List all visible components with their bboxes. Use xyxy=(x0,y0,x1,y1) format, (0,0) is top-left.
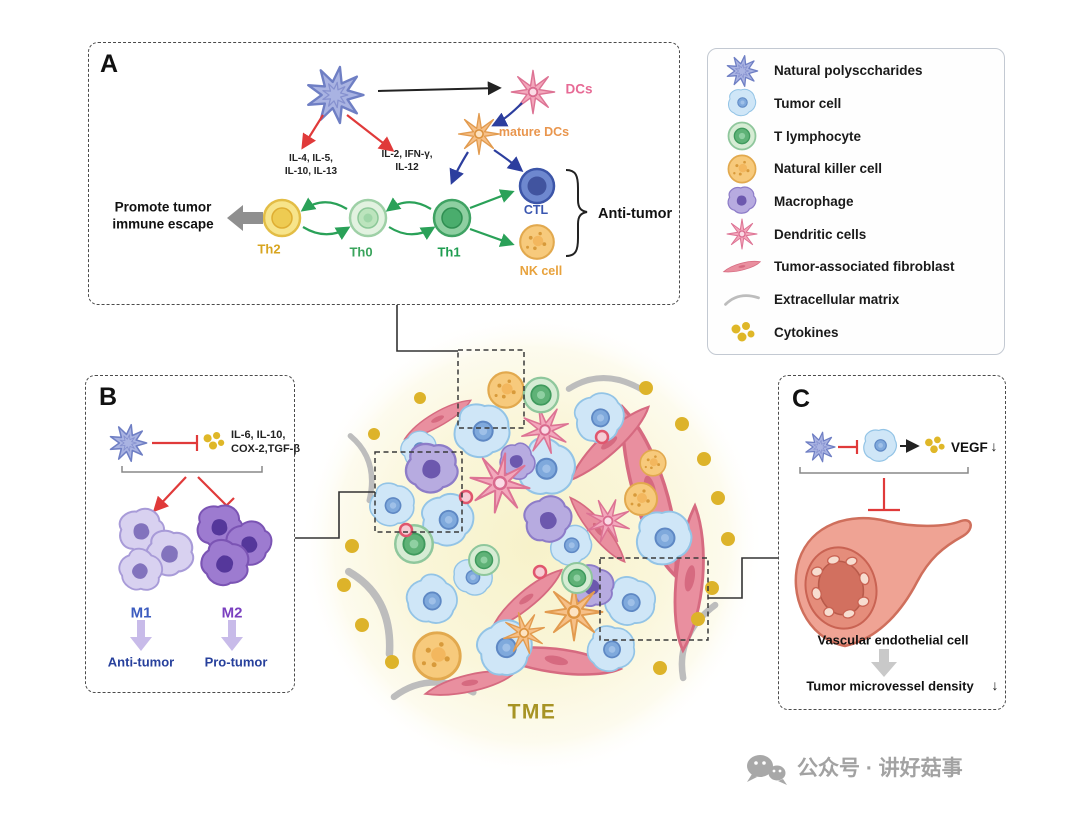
m2-effect-label: Pro-tumor xyxy=(204,654,268,670)
activation-arrow xyxy=(377,81,502,96)
group-bracket xyxy=(799,467,969,474)
ecm-icon xyxy=(720,284,764,316)
legend-label: Extracellular matrix xyxy=(774,292,900,307)
cytokine-arrow xyxy=(301,114,324,150)
m2-down-arrow xyxy=(221,620,243,651)
legend-label: Tumor-associated fibroblast xyxy=(774,259,955,275)
panel-c xyxy=(778,375,1006,710)
panel-a-letter: A xyxy=(100,50,119,78)
ctl-label: CTL xyxy=(523,203,549,217)
tumor-cell-icon xyxy=(720,87,764,119)
m2-inhibition-line xyxy=(197,476,227,506)
legend-row: Macrophage xyxy=(720,185,996,217)
m1-activation-arrow xyxy=(152,476,187,513)
legend-label: Dendritic cells xyxy=(774,226,867,242)
presentation-arrow xyxy=(493,149,524,172)
panel-c-letter: C xyxy=(792,385,811,413)
tme-label: TME xyxy=(507,700,557,724)
escape-arrow xyxy=(227,205,263,231)
wechat-icon xyxy=(747,755,787,785)
vegf-label: VEGF xyxy=(951,440,988,455)
anti-tumor-label: Anti-tumor xyxy=(598,206,673,222)
fibroblast-icon xyxy=(720,251,764,283)
legend: Natural polysccharides Tumor cell T lymp… xyxy=(707,48,1005,355)
mature-dcs-label: mature DCs xyxy=(498,125,570,139)
tme-cluster xyxy=(295,305,778,777)
th0-label: Th0 xyxy=(349,244,373,260)
macrophage-icon xyxy=(720,185,764,217)
t-lymphocyte-icon xyxy=(720,120,764,152)
blood-vessel xyxy=(794,516,972,648)
cytokines-icon xyxy=(720,316,764,348)
ring-cell xyxy=(532,564,548,580)
th2-label: Th2 xyxy=(257,241,281,257)
panel-a xyxy=(88,42,680,305)
connector-b xyxy=(295,491,375,539)
th1-cytokines-label: IL-2, IFN-γ, IL-12 xyxy=(381,149,433,173)
th1-label: Th1 xyxy=(437,244,461,260)
legend-label: Tumor cell xyxy=(774,95,842,111)
focus-box-a xyxy=(457,349,525,429)
legend-row: Natural killer cell xyxy=(720,153,996,185)
polysaccharide-icon xyxy=(720,55,764,87)
endothelial-cells xyxy=(810,555,870,619)
promote-escape-label: Promote tumor immune escape xyxy=(112,199,214,232)
th2-cytokines-label: IL-4, IL-5, IL-10, IL-13 xyxy=(284,153,338,177)
maturation-arrow xyxy=(491,102,523,127)
tme-cytokines xyxy=(337,381,735,675)
panel-b xyxy=(85,375,295,693)
panel-b-graphics xyxy=(111,425,278,651)
legend-label: Macrophage xyxy=(774,193,854,209)
nk-cell xyxy=(639,449,667,477)
t-lymphocyte xyxy=(561,562,593,594)
cytokine-arrow xyxy=(346,114,395,152)
connector-a xyxy=(396,305,458,352)
th-conversion-arrows xyxy=(300,189,515,247)
legend-row: T lymphocyte xyxy=(720,120,996,152)
nk-cell xyxy=(412,631,462,681)
t-lymphocyte xyxy=(522,376,560,414)
watermark-text: 公众号 · 讲好菇事 xyxy=(797,757,963,780)
group-bracket xyxy=(121,466,263,473)
vascular-endothelial-label: Vascular endothelial cell xyxy=(817,632,969,648)
m1-effect-label: Anti-tumor xyxy=(107,654,175,670)
ring-cell xyxy=(594,429,610,445)
density-down-arrow-glyph: ↓ xyxy=(991,677,999,694)
nk-cell xyxy=(624,482,658,516)
vegf-down-arrow: ↓ xyxy=(990,438,998,455)
legend-label: Natural polysccharides xyxy=(774,63,923,79)
anti-tumor-brace xyxy=(565,169,588,257)
panel-connectors xyxy=(295,305,778,599)
connector-c xyxy=(708,557,778,599)
nk-cell-label: NK cell xyxy=(519,264,563,278)
microvessel-density-label: Tumor microvessel density xyxy=(806,678,974,694)
legend-row: Natural polysccharides xyxy=(720,55,996,87)
density-down-arrow xyxy=(871,649,897,677)
b-cytokines-label: IL-6, IL-10, COX-2,TGF-β xyxy=(231,429,301,456)
legend-label: T lymphocyte xyxy=(774,128,862,144)
legend-row: Tumor-associated fibroblast xyxy=(720,251,996,283)
t-lymphocyte xyxy=(468,544,500,576)
panel-c-graphics xyxy=(794,428,972,677)
legend-row: Tumor cell xyxy=(720,87,996,119)
legend-row: Cytokines xyxy=(720,316,996,348)
nk-cell-icon xyxy=(720,153,764,185)
m1-label: M1 xyxy=(130,604,152,622)
legend-row: Extracellular matrix xyxy=(720,284,996,316)
legend-label: Cytokines xyxy=(774,324,839,340)
focus-box-c xyxy=(599,557,709,641)
panel-a-graphics xyxy=(227,67,588,260)
presentation-arrow xyxy=(449,151,469,185)
dendritic-cell-icon xyxy=(720,218,764,250)
nk-cell xyxy=(487,371,525,409)
ring-cell xyxy=(398,522,414,538)
legend-row: Dendritic cells xyxy=(720,218,996,250)
m1-down-arrow xyxy=(130,620,152,651)
legend-label: Natural killer cell xyxy=(774,161,883,177)
panel-b-letter: B xyxy=(99,383,118,411)
m2-label: M2 xyxy=(221,604,243,622)
dcs-label: DCs xyxy=(565,81,593,97)
